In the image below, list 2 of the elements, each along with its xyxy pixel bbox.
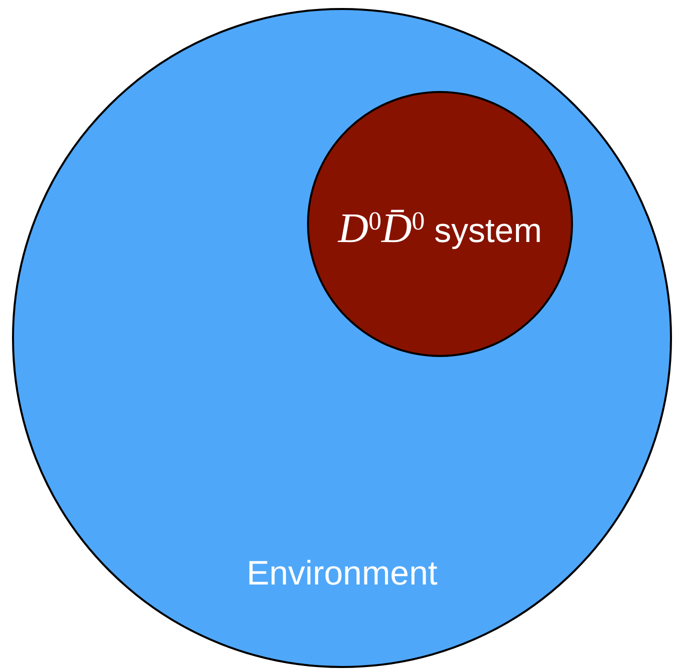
region-label: D$^{0}$D̄$^{0}$ system: [338, 205, 542, 254]
region-label: Environment: [246, 554, 438, 594]
